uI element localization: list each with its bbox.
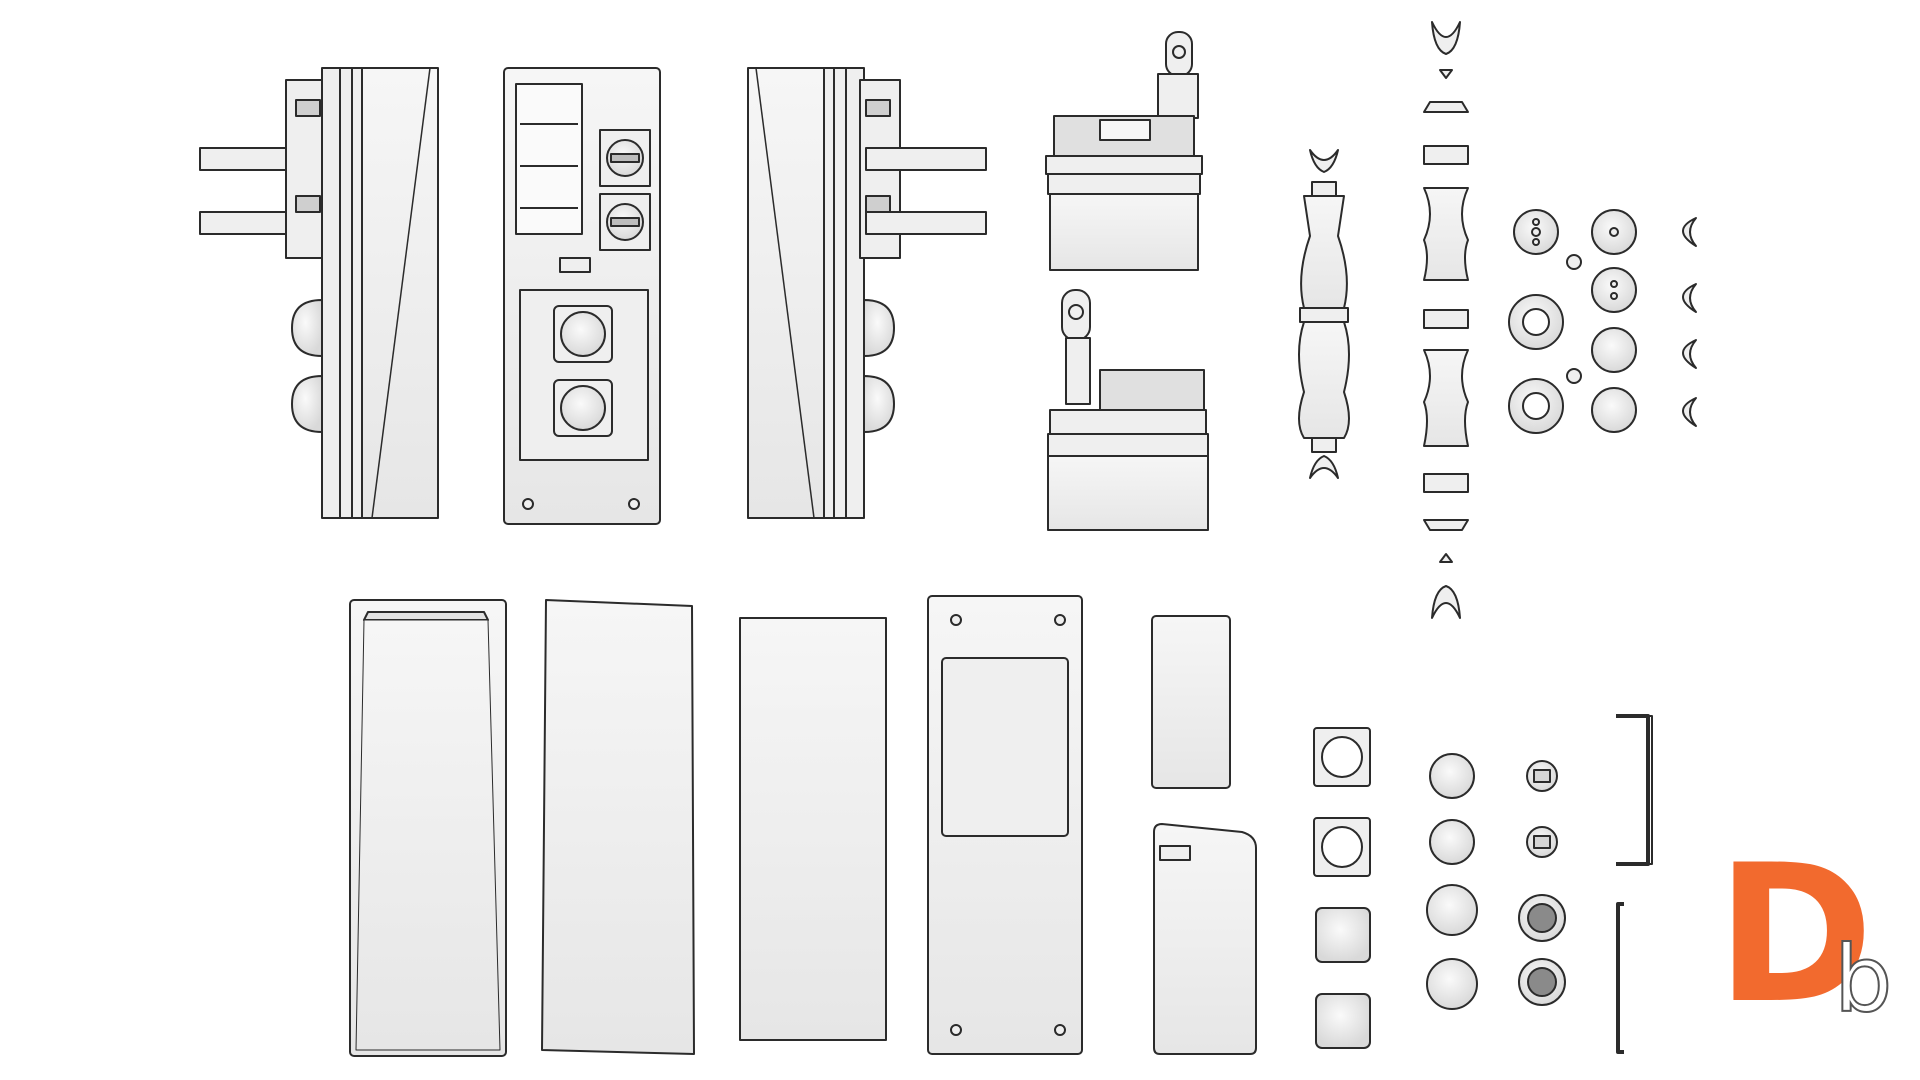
round-parts-grid	[1508, 209, 1697, 434]
panel-plain	[739, 617, 887, 1041]
switch-mechanism-upper	[1045, 31, 1203, 271]
handle-brackets	[1616, 714, 1653, 1054]
panel-slanted	[541, 599, 695, 1055]
baluster-rod-assembled	[1298, 149, 1350, 479]
panel-small-top	[1151, 615, 1231, 789]
panel-back-plate	[927, 595, 1083, 1055]
logo-letter-main: D	[1716, 824, 1874, 1045]
logo-letter-sub: b	[1833, 926, 1893, 1033]
assembly-side-view-right	[747, 67, 987, 519]
assembly-side-view-left	[199, 67, 439, 519]
panel-tapered-front	[349, 599, 507, 1057]
button-caps	[1426, 753, 1566, 1010]
panel-small-bottom	[1153, 823, 1257, 1055]
button-bezels	[1313, 727, 1371, 1049]
brand-logo: D b	[1716, 840, 1896, 1033]
switch-mechanism-lower	[1047, 289, 1209, 531]
assembly-front-view	[503, 67, 661, 525]
baluster-exploded-parts	[1423, 21, 1469, 619]
